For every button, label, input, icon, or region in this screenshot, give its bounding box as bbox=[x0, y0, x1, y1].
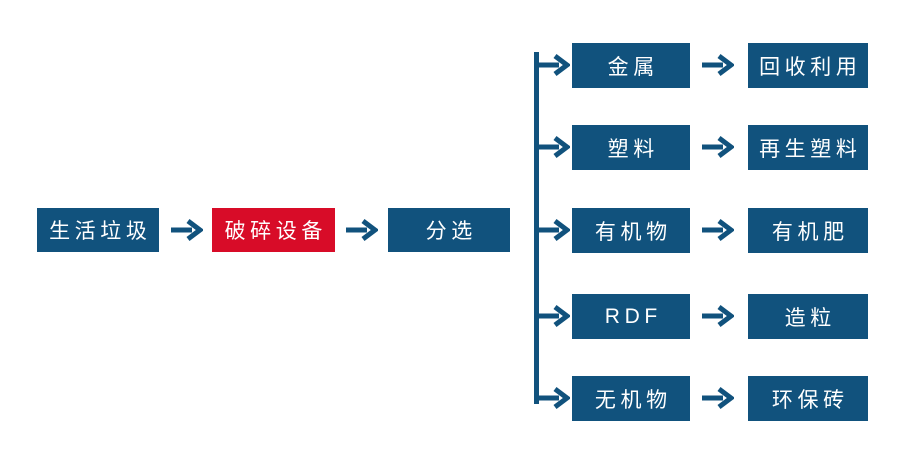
arrow-right-icon bbox=[702, 305, 734, 327]
branch-arrow-right-icon bbox=[538, 219, 570, 241]
flow-node-rdf: RDF bbox=[572, 294, 690, 339]
branch-trunk-line bbox=[534, 52, 539, 404]
flow-node-sorting: 分选 bbox=[388, 208, 510, 252]
arrow-right-icon bbox=[702, 54, 734, 76]
arrow-right-icon bbox=[702, 387, 734, 409]
arrow-right-icon bbox=[702, 219, 734, 241]
flow-node-granulation: 造粒 bbox=[748, 294, 868, 339]
branch-arrow-right-icon bbox=[538, 387, 570, 409]
flow-node-recycled-plastic: 再生塑料 bbox=[748, 125, 868, 170]
flow-node-inorganic-matter: 无机物 bbox=[572, 376, 690, 421]
arrow-right-icon bbox=[702, 136, 734, 158]
branch-arrow-right-icon bbox=[538, 136, 570, 158]
flow-node-plastic: 塑料 bbox=[572, 125, 690, 170]
flow-node-household-waste: 生活垃圾 bbox=[37, 208, 159, 252]
branch-arrow-right-icon bbox=[538, 305, 570, 327]
arrow-right-icon bbox=[346, 219, 378, 241]
flow-node-crushing-equipment: 破碎设备 bbox=[212, 208, 335, 252]
flow-node-recycling: 回收利用 bbox=[748, 43, 868, 88]
arrow-right-icon bbox=[171, 219, 203, 241]
flow-node-organic-matter: 有机物 bbox=[572, 208, 690, 253]
flow-node-metal: 金属 bbox=[572, 43, 690, 88]
flow-node-eco-brick: 环保砖 bbox=[748, 376, 868, 421]
flow-node-organic-fertilizer: 有机肥 bbox=[748, 208, 868, 253]
branch-arrow-right-icon bbox=[538, 54, 570, 76]
